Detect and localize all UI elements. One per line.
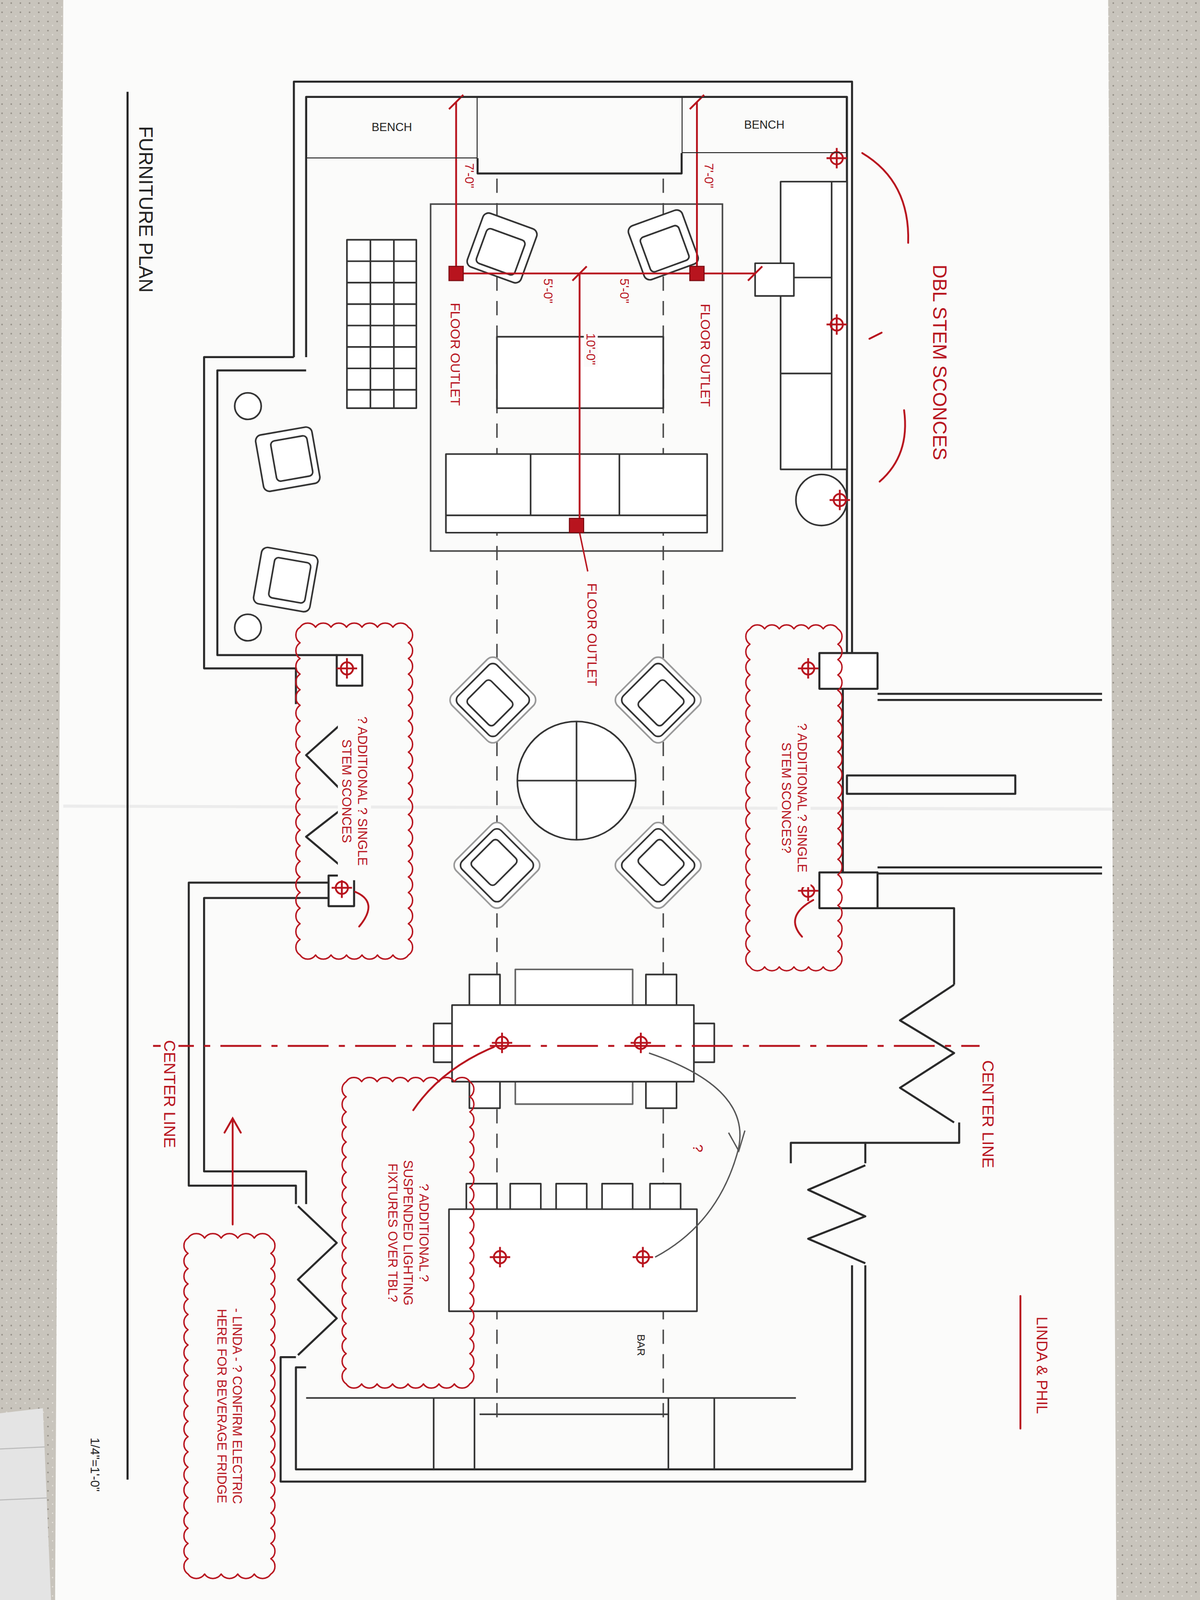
revision-cloud: ? ADDITIONAL ? SUSPENDED LIGHTING FIXTUR… (336, 1071, 480, 1394)
kitchen-counter (306, 1397, 796, 1470)
center-line-label: CENTER LINE (160, 1037, 179, 1150)
revision-cloud: ? ADDITIONAL ? SINGLE STEM SCONCES (290, 617, 419, 965)
dimension-text: 10'-0" (584, 331, 599, 367)
client-name: LINDA & PHIL (1033, 1314, 1051, 1416)
node-text: BENCH (744, 118, 785, 132)
sconce-symbols (331, 147, 851, 1268)
node-text: ? ADDITIONAL ? SINGLE STEM SCONCES? (777, 708, 811, 888)
rug (430, 204, 723, 552)
bench: BENCH (306, 96, 478, 159)
note-text: - LINDA - ? CONFIRM ELECTRIC HERE FOR BE… (214, 1300, 246, 1512)
note-text: BENCH (744, 118, 785, 132)
revision-cloud: ? ADDITIONAL ? SINGLE STEM SCONCES? (740, 619, 848, 977)
bench: BENCH (681, 96, 847, 154)
outlet-note: FLOOR OUTLET (584, 581, 600, 689)
dimension-text: 7'-0" (702, 161, 717, 191)
revision-cloud: - LINDA - ? CONFIRM ELECTRIC HERE FOR BE… (178, 1228, 281, 1584)
area-label: BAR (635, 1332, 647, 1358)
cloud-path (295, 622, 413, 959)
cloud-path (745, 624, 842, 971)
node-text: ? ADDITIONAL ? SINGLE STEM SCONCES (337, 701, 371, 881)
floor-outlets (448, 266, 704, 533)
note-text: BENCH (371, 120, 412, 135)
center-line (153, 1044, 980, 1047)
note-text: ? ADDITIONAL ? SUSPENDED LIGHTING FIXTUR… (384, 1151, 432, 1315)
scale-note: 1/4"=1'-0" (87, 1435, 102, 1493)
outlet-note: FLOOR OUTLET (447, 300, 463, 408)
note-text: ? ADDITIONAL ? SINGLE STEM SCONCES (338, 704, 370, 878)
dimension-text: 7'-0" (462, 161, 477, 191)
node-text: - LINDA - ? CONFIRM ELECTRIC HERE FOR BE… (213, 1297, 247, 1515)
center-line-label: CENTER LINE (978, 1058, 997, 1171)
dimension-text: 5'-0" (540, 276, 555, 306)
question-mark: ? (690, 1141, 707, 1154)
furniture (234, 181, 848, 1311)
dimension-lines (448, 95, 763, 572)
sconce-note: DBL STEM SCONCES (929, 262, 951, 462)
node-text: BENCH (371, 120, 412, 135)
leader-lines (224, 153, 1021, 1429)
outlet-note: FLOOR OUTLET (697, 301, 713, 409)
cloud-path (183, 1233, 276, 1579)
plan-title: FURNITURE PLAN (135, 123, 157, 295)
note-text: ? ADDITIONAL ? SINGLE STEM SCONCES? (778, 711, 810, 885)
pencil-leader (648, 1053, 745, 1258)
node-text: ? ADDITIONAL ? SUSPENDED LIGHTING FIXTUR… (384, 1148, 433, 1318)
title-underline (126, 91, 129, 1480)
walls (188, 81, 1103, 1482)
dimension-text: 5'-0" (617, 276, 632, 306)
cloud-path (342, 1077, 475, 1389)
